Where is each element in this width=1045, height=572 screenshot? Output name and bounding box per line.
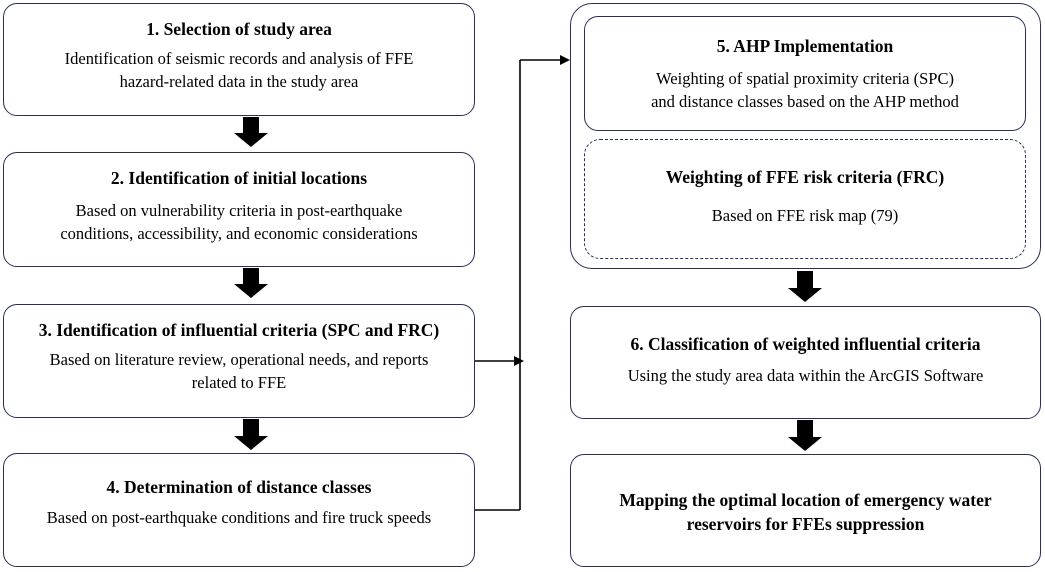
step-5-body-line-1: Weighting of spatial proximity criteria …	[656, 69, 954, 88]
step-5-body-line-2: and distance classes based on the AHP me…	[651, 92, 959, 111]
down-arrow-1-2	[234, 117, 268, 147]
step-1-body-line-1: Identification of seismic records and an…	[64, 49, 414, 68]
step-3-box: 3. Identification of influential criteri…	[3, 304, 475, 418]
step-1-box: 1. Selection of study area Identificatio…	[3, 3, 475, 116]
step-6-title: 6. Classification of weighted influentia…	[630, 334, 981, 354]
arrowhead-to-mid	[514, 356, 524, 366]
step-1-body-line-2: hazard-related data in the study area	[119, 72, 359, 91]
final-mapping-title-line-1: Mapping the optimal location of emergenc…	[619, 490, 992, 510]
down-arrow-6-7	[788, 420, 822, 451]
step-4-title: 4. Determination of distance classes	[106, 477, 372, 497]
frc-weighting-title: Weighting of FFE risk criteria (FRC)	[665, 167, 945, 187]
final-mapping-title-line-2: reservoirs for FFEs suppression	[686, 514, 925, 534]
step-3-title: 3. Identification of influential criteri…	[38, 320, 440, 340]
step-4-box: 4. Determination of distance classes Bas…	[3, 453, 475, 567]
arrowhead-to-group	[560, 55, 570, 65]
step-2-body-line-2: conditions, accessibility, and economic …	[60, 224, 418, 243]
step-2-body-line-1: Based on vulnerability criteria in post-…	[75, 201, 403, 220]
step-2-box: 2. Identification of initial locations B…	[3, 152, 475, 267]
step-5-box: 5. AHP Implementation Weighting of spati…	[584, 16, 1026, 131]
step-2-title: 2. Identification of initial locations	[110, 168, 368, 188]
frc-weighting-box: Weighting of FFE risk criteria (FRC) Bas…	[584, 139, 1026, 259]
final-mapping-box: Mapping the optimal location of emergenc…	[570, 454, 1041, 567]
step-3-body-line-1: Based on literature review, operational …	[49, 350, 429, 369]
step-1-title: 1. Selection of study area	[146, 19, 332, 39]
step-6-body: Using the study area data within the Arc…	[627, 366, 984, 385]
step-6-box: 6. Classification of weighted influentia…	[570, 306, 1041, 419]
down-arrow-3-4	[234, 419, 268, 450]
step-5-title: 5. AHP Implementation	[716, 36, 894, 56]
step-3-body-line-2: related to FFE	[191, 373, 287, 392]
down-arrow-5-6	[788, 271, 822, 302]
down-arrow-2-3	[234, 268, 268, 298]
step-4-body-line-1: Based on post-earthquake conditions and …	[46, 508, 432, 527]
frc-weighting-body: Based on FFE risk map (79)	[711, 206, 899, 225]
